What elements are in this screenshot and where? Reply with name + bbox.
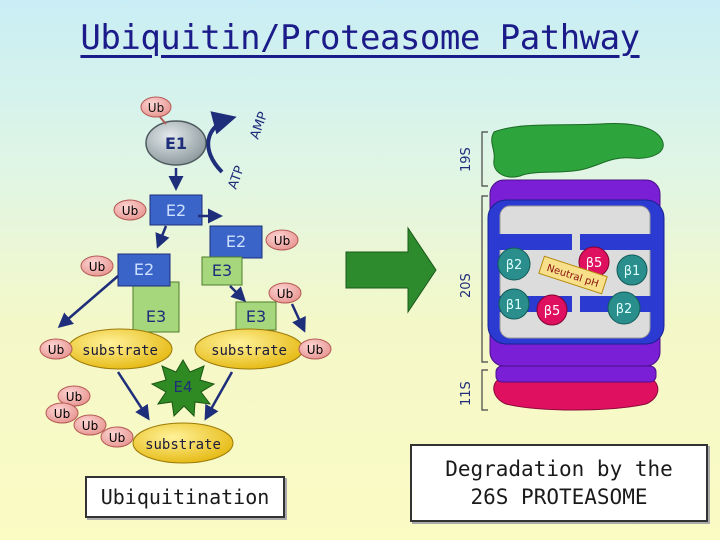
- label-20s: 20S: [459, 273, 474, 298]
- ub-e2-top: [113, 199, 147, 221]
- beta5-b-label: β5: [544, 304, 561, 319]
- beta2-a: [497, 247, 531, 281]
- ubiquitination-text: Ubiquitination: [100, 485, 270, 509]
- beta1-a: [616, 254, 648, 286]
- ub-e2-top-label: Ub: [122, 204, 138, 218]
- ub-e2-right-label: Ub: [274, 234, 290, 248]
- e2-enzyme-right: [209, 225, 263, 259]
- ub-e1: [140, 96, 172, 118]
- e2-enzyme-left: [117, 253, 171, 287]
- ub-e3-right: [268, 282, 302, 304]
- ub-sub-right: [298, 338, 332, 360]
- ub-chain-4: [100, 426, 134, 448]
- ub-sub-right-label: Ub: [307, 343, 323, 357]
- e2-right-label: E2: [226, 232, 246, 251]
- beta2-a-label: β2: [506, 258, 523, 273]
- ub-sub-left: [39, 338, 73, 360]
- atp-label: ATP: [226, 164, 248, 192]
- beta1-b: [498, 288, 530, 320]
- ub-e3-right-label: Ub: [277, 287, 293, 301]
- beta5-a-label: β5: [586, 256, 603, 271]
- ubiquitination-caption: Ubiquitination: [85, 476, 285, 518]
- ub-chain-2-label: Ub: [54, 407, 70, 421]
- ub-chain-3: [73, 414, 107, 436]
- ub-chain-3-label: Ub: [82, 419, 98, 433]
- beta5-b: [536, 294, 568, 326]
- substrate-right-label: substrate: [211, 343, 287, 359]
- beta1-a-label: β1: [624, 264, 641, 279]
- e4-label: E4: [173, 378, 192, 396]
- e3-left-label: E3: [146, 307, 166, 326]
- e3-enzyme-right: [235, 301, 277, 331]
- big-arrow: [345, 226, 437, 314]
- cap-19s: [491, 123, 664, 178]
- ub-chain-4-label: Ub: [109, 431, 125, 445]
- page-title: Ubiquitin/Proteasome Pathway: [80, 18, 640, 58]
- e4-enzyme: [150, 359, 216, 418]
- substrate-bottom-label: substrate: [145, 437, 221, 453]
- label-11s: 11S: [459, 381, 474, 406]
- beta2-b: [607, 291, 641, 325]
- e3-middle-label: E3: [212, 261, 232, 280]
- e3-right-label: E3: [246, 307, 266, 326]
- beta1-b-label: β1: [506, 298, 523, 313]
- e2-left-label: E2: [134, 260, 154, 279]
- beta2-b-label: β2: [616, 302, 633, 317]
- substrate-left-label: substrate: [82, 343, 158, 359]
- ub-chain-2: [45, 402, 79, 424]
- ub-sub-left-label: Ub: [48, 343, 64, 357]
- e1-enzyme: [145, 120, 207, 166]
- ub-e2-left: [80, 255, 114, 277]
- e1-label: E1: [165, 134, 187, 153]
- degradation-line-1: Degradation by the: [445, 457, 673, 481]
- e3-enzyme-middle: [201, 256, 243, 286]
- e2-enzyme-top: [149, 194, 203, 226]
- label-19s: 19S: [459, 147, 474, 172]
- degradation-caption: Degradation by the 26S PROTEASOME: [410, 444, 708, 522]
- degradation-line-2: 26S PROTEASOME: [470, 485, 648, 509]
- ub-e2-left-label: Ub: [89, 260, 105, 274]
- e2-top-label: E2: [166, 201, 186, 220]
- amp-label: AMP: [248, 110, 272, 142]
- substrate-bottom: [132, 422, 234, 464]
- neutral-ph-tag: [538, 255, 608, 295]
- ub-e2-right: [265, 229, 299, 251]
- atp-amp-arrow: [206, 111, 237, 174]
- ub-chain-1-label: Ub: [66, 390, 82, 404]
- ub-e1-label: Ub: [148, 101, 164, 115]
